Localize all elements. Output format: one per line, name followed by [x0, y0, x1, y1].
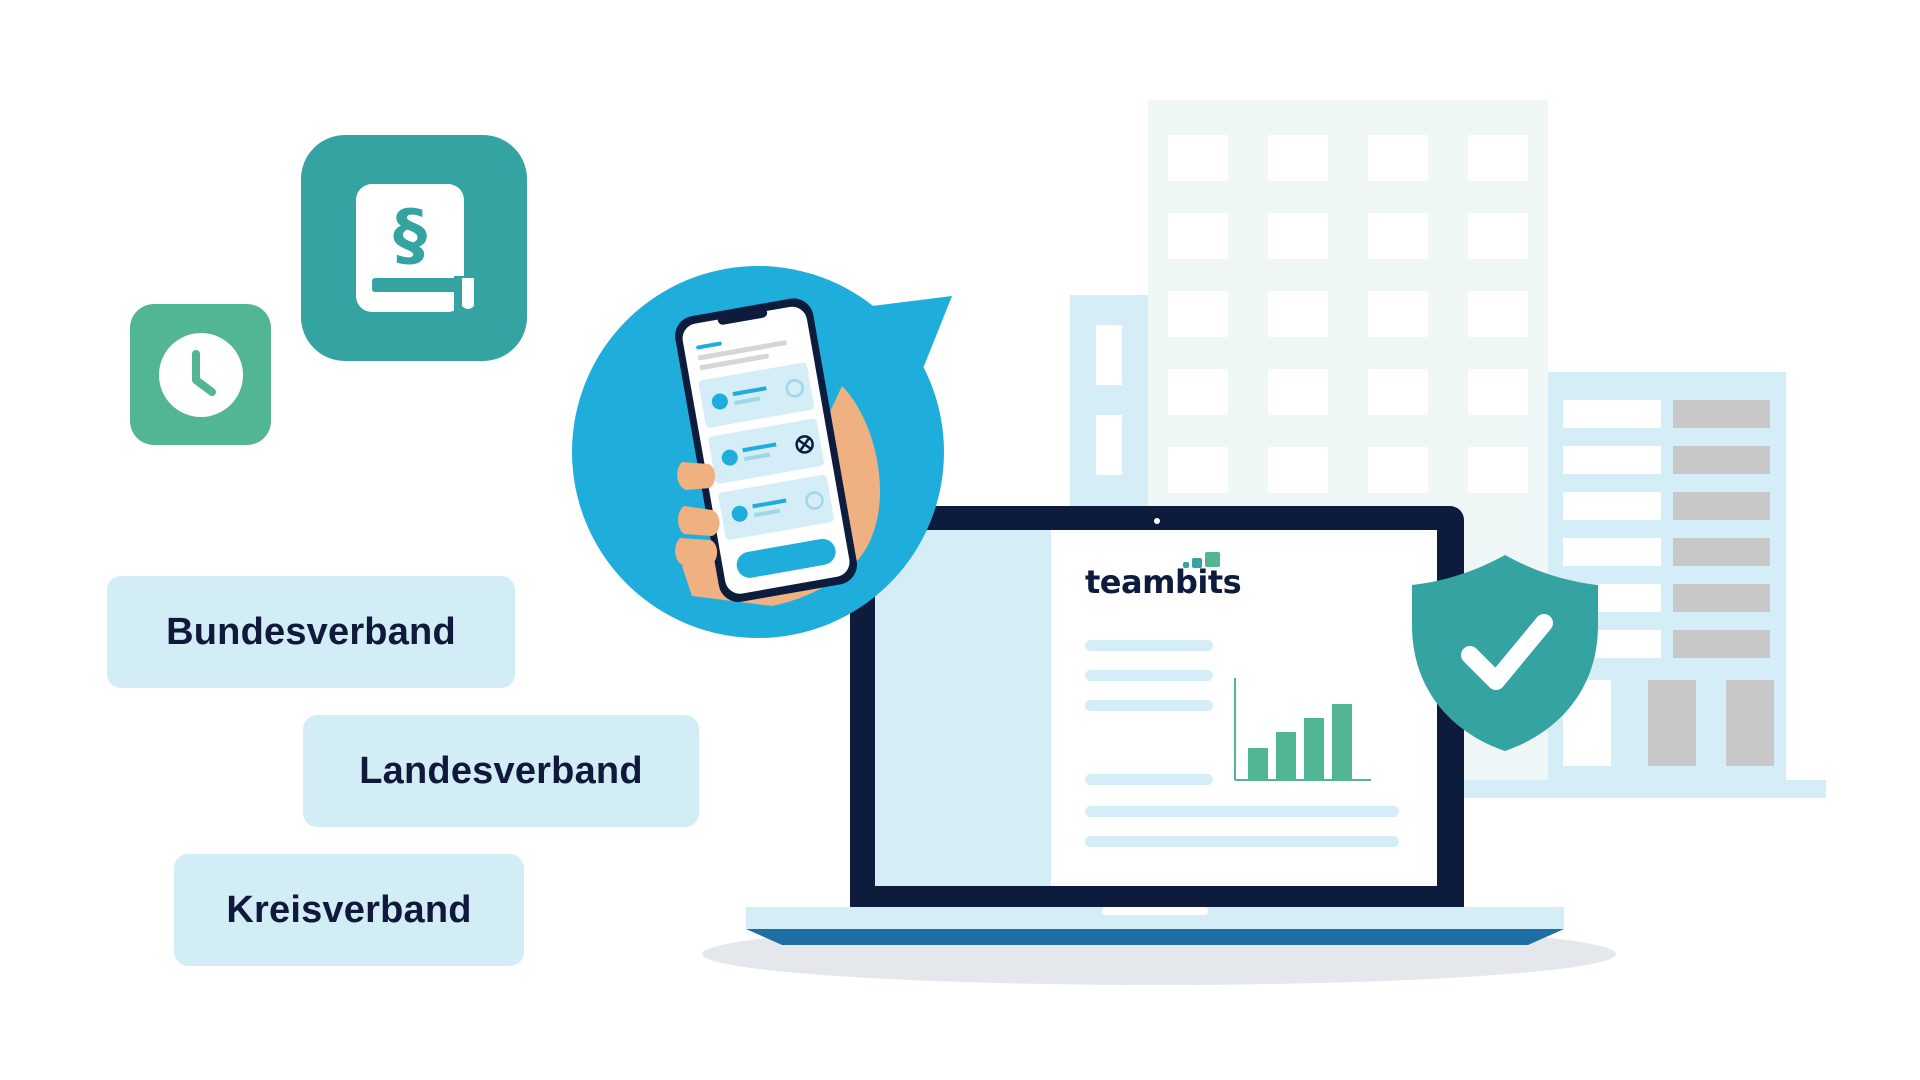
laptop-camera [1154, 518, 1160, 524]
level-kreisverband: Kreisverband [174, 854, 524, 966]
text-line [1085, 700, 1213, 711]
logo-dot [1183, 562, 1189, 568]
text-line [1085, 670, 1213, 681]
logo-dot [1192, 558, 1202, 568]
laptop-base [746, 907, 1564, 945]
svg-text:§: § [393, 196, 427, 275]
brand-name: teambits [1085, 563, 1242, 601]
text-line [1085, 640, 1213, 651]
laptop-screen: teambits [875, 530, 1437, 886]
screen-sidebar [875, 530, 1051, 886]
logo-dot [1205, 552, 1220, 567]
chart-bar [1248, 748, 1268, 780]
teambits-logo: teambits [1085, 563, 1242, 601]
chart-bar [1276, 732, 1296, 780]
chart-bar [1332, 704, 1352, 780]
level-bundesverband: Bundesverband [107, 576, 515, 688]
shield-check-icon [1412, 555, 1598, 751]
bar-chart-illustration [1234, 678, 1371, 781]
chart-bar [1304, 718, 1324, 780]
clock-icon [130, 304, 271, 445]
level-landesverband: Landesverband [303, 715, 699, 827]
text-line [1085, 774, 1213, 785]
paragraph-book-icon: § [301, 135, 527, 361]
smartphone-icon [675, 298, 881, 606]
text-line [1085, 806, 1399, 817]
phone-speech-bubble [572, 266, 952, 638]
text-line [1085, 836, 1399, 847]
